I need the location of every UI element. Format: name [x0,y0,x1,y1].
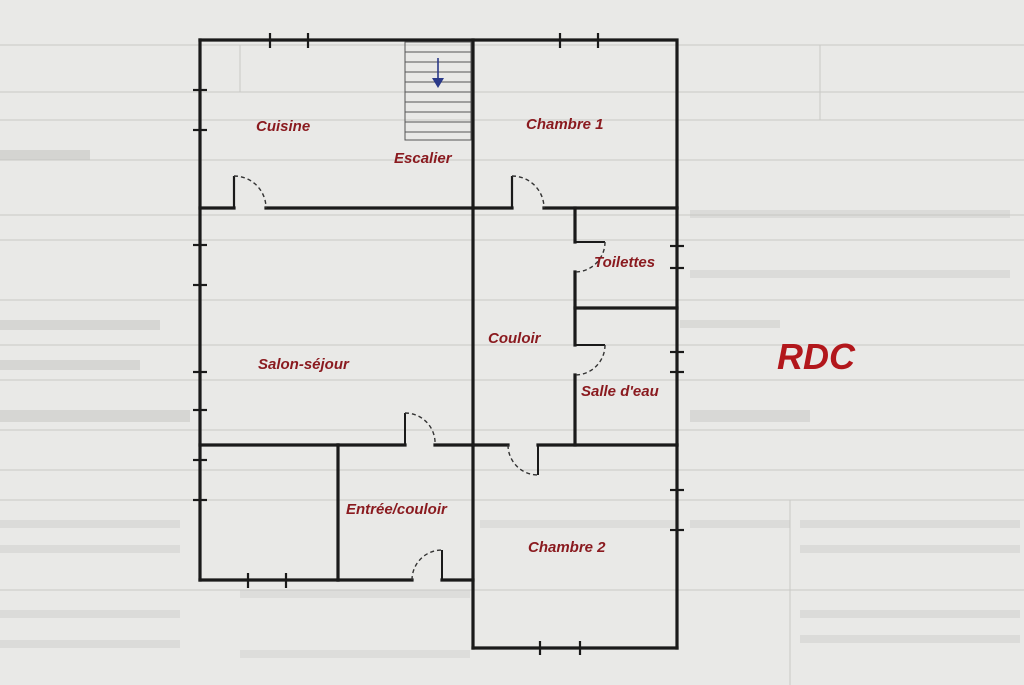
label-escalier: Escalier [394,150,453,167]
door-swings [232,175,606,581]
stair-arrow-head-icon [432,78,444,88]
walls [198,38,679,650]
room-labels: Cuisine Escalier Chambre 1 Toilettes Sal… [256,116,856,556]
label-salle-eau: Salle d'eau [581,383,659,400]
window-marks [193,33,684,655]
label-chambre1: Chambre 1 [526,116,604,133]
toilettes-left-wall-bottom [573,270,679,310]
background-document [0,44,1024,685]
label-toilettes: Toilettes [594,254,655,271]
label-cuisine: Cuisine [256,118,310,135]
label-couloir: Couloir [488,330,542,347]
label-entree: Entrée/couloir [346,501,448,518]
level-label: RDC [777,336,856,377]
outer-wall [198,38,679,210]
staircase [404,41,472,141]
label-chambre2: Chambre 2 [528,539,606,556]
label-salon: Salon-séjour [258,356,350,373]
